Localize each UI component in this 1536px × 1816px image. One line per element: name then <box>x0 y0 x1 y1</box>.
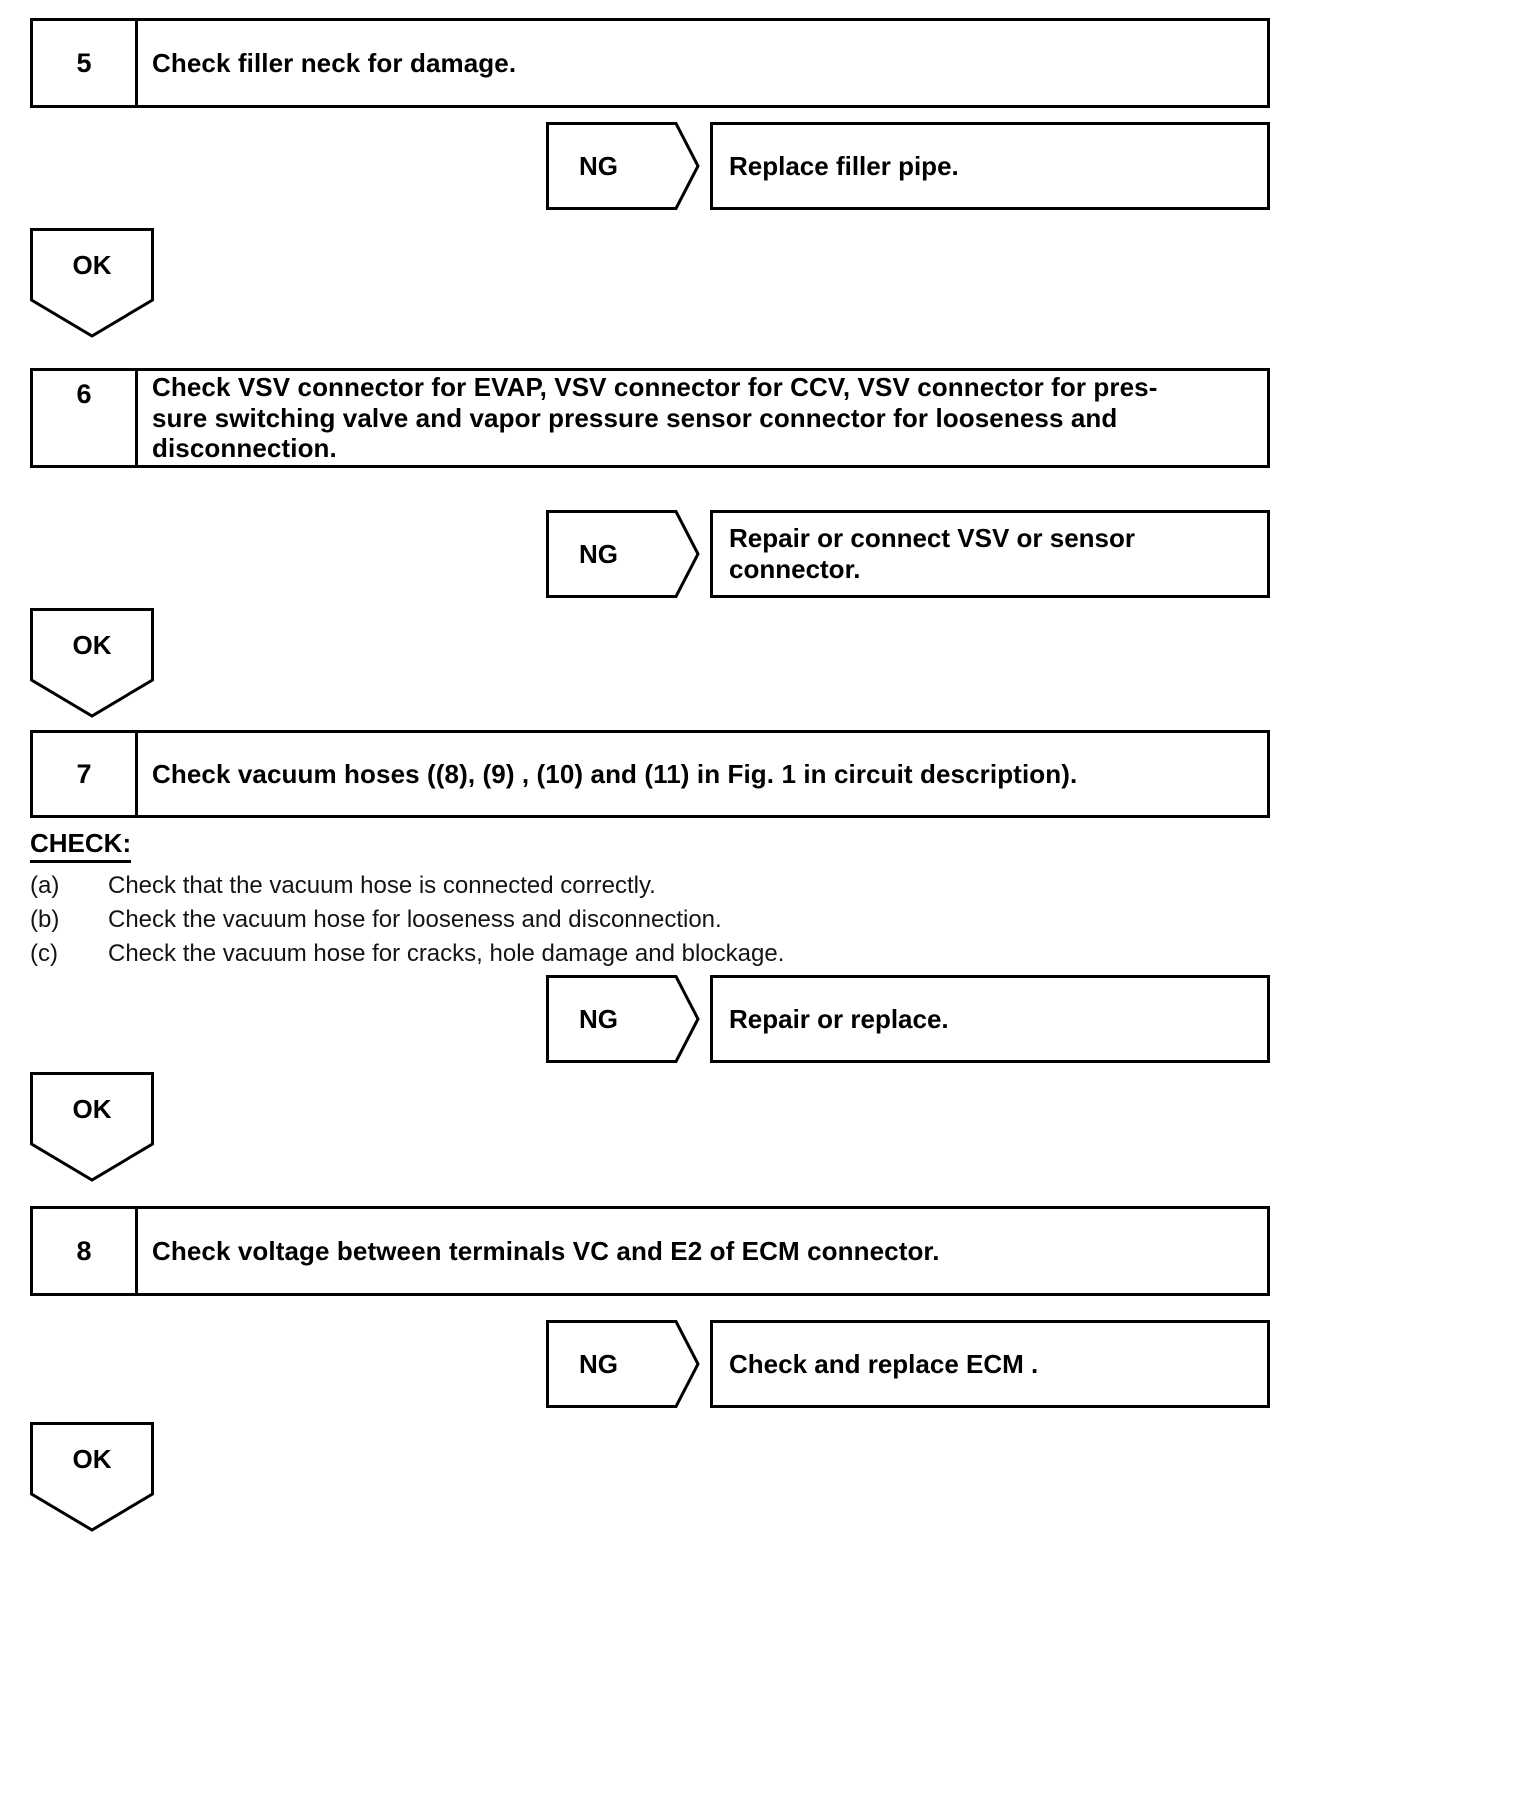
check-title: CHECK: <box>30 828 132 863</box>
check-item-c: (c) Check the vacuum hose for cracks, ho… <box>30 937 1030 971</box>
step-text-6-line1: Check VSV connector for EVAP, VSV connec… <box>152 371 1158 402</box>
ok-connector-7: OK <box>30 1072 154 1182</box>
ok-label-8: OK <box>72 1444 112 1474</box>
ok-connector-5: OK <box>30 228 154 338</box>
ng-label-5: NG <box>546 122 654 210</box>
ok-label-6: OK <box>72 630 112 660</box>
ng-arrow-icon <box>654 510 700 598</box>
check-item-c-mark: (c) <box>30 940 58 968</box>
ok-label-7: OK <box>72 1094 112 1124</box>
ng-branch-5: NG Replace filler pipe. <box>546 122 1270 210</box>
ok-label-5: OK <box>72 250 112 280</box>
check-item-b-text: Check the vacuum hose for looseness and … <box>108 906 722 934</box>
ng-label-6: NG <box>546 510 654 598</box>
step-text-8: Check voltage between terminals VC and E… <box>152 1235 940 1266</box>
step-row-6: 6 Check VSV connector for EVAP, VSV conn… <box>30 368 1270 468</box>
check-block: CHECK: (a) Check that the vacuum hose is… <box>30 828 1030 971</box>
step-text-5: Check filler neck for damage. <box>152 47 517 78</box>
step-text-6-line3: disconnection. <box>152 433 337 464</box>
step-row-5: 5 Check filler neck for damage. <box>30 18 1270 108</box>
check-item-b-mark: (b) <box>30 906 60 934</box>
ng-action-7: Repair or replace. <box>710 975 1270 1063</box>
ng-branch-8: NG Check and replace ECM . <box>546 1320 1270 1408</box>
check-item-b: (b) Check the vacuum hose for looseness … <box>30 903 1030 937</box>
ok-connector-8: OK <box>30 1422 154 1532</box>
step-text-7: Check vacuum hoses ((8), (9) , (10) and … <box>152 758 1078 789</box>
step-text-6: Check VSV connector for EVAP, VSV connec… <box>138 371 1267 465</box>
step-row-7: 7 Check vacuum hoses ((8), (9) , (10) an… <box>30 730 1270 818</box>
step-number-5: 5 <box>33 21 138 105</box>
step-number-7: 7 <box>33 733 138 815</box>
ok-connector-6: OK <box>30 608 154 718</box>
ng-arrow-icon <box>654 975 700 1063</box>
ng-action-8: Check and replace ECM . <box>710 1320 1270 1408</box>
ng-action-5: Replace filler pipe. <box>710 122 1270 210</box>
step-text-6-line2: sure switching valve and vapor pressure … <box>152 402 1118 433</box>
ng-label-8: NG <box>546 1320 654 1408</box>
step-row-8: 8 Check voltage between terminals VC and… <box>30 1206 1270 1296</box>
step-number-6: 6 <box>33 371 138 465</box>
ng-arrow-icon <box>654 122 700 210</box>
step-number-8: 8 <box>33 1209 138 1293</box>
check-item-a: (a) Check that the vacuum hose is connec… <box>30 869 1030 903</box>
check-item-c-text: Check the vacuum hose for cracks, hole d… <box>108 940 785 968</box>
ng-action-6: Repair or connect VSV or sensor connecto… <box>710 510 1270 598</box>
ng-arrow-icon <box>654 1320 700 1408</box>
check-item-a-text: Check that the vacuum hose is connected … <box>108 872 656 899</box>
ng-label-7: NG <box>546 975 654 1063</box>
check-item-a-mark: (a) <box>30 872 60 899</box>
ng-branch-6: NG Repair or connect VSV or sensor conne… <box>546 510 1270 598</box>
ng-branch-7: NG Repair or replace. <box>546 975 1270 1063</box>
